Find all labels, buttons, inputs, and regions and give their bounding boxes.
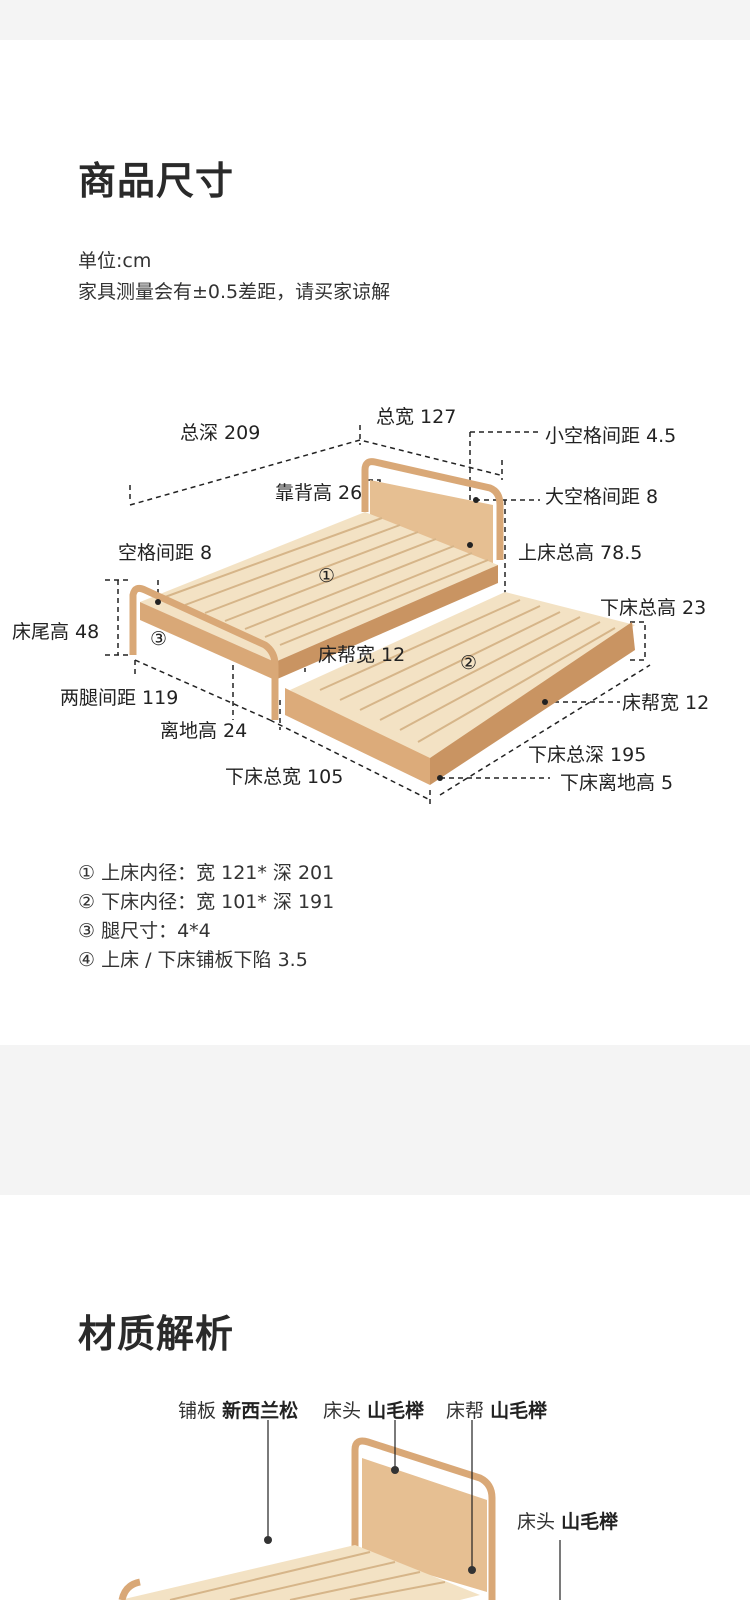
top-band (0, 0, 750, 40)
upper-bed (129, 458, 504, 720)
label-lower-clearance: 下床离地高 5 (560, 772, 674, 794)
material-name: 山毛榉 (561, 1511, 619, 1533)
part-name: 床帮 (446, 1400, 485, 1422)
label-small-gap: 小空格间距 4.5 (545, 425, 677, 447)
part-name: 床头 (323, 1400, 362, 1422)
note-sink: ④ 上床 / 下床铺板下陷 3.5 (78, 949, 308, 971)
label-total-width: 总宽 127 (376, 406, 457, 428)
label-gap: 空格间距 8 (118, 542, 213, 564)
note-upper-inner: ① 上床内径：宽 121* 深 201 (78, 862, 335, 884)
section-title-material: 材质解析 (78, 1312, 235, 1356)
bed-dimension-diagram (105, 425, 651, 805)
bed-material-image (118, 1420, 561, 1600)
label-total-depth: 总深 209 (180, 422, 261, 444)
material-rail: 床帮 山毛榉 (446, 1396, 547, 1423)
divider-band (0, 1045, 750, 1195)
label-large-gap: 大空格间距 8 (545, 486, 659, 508)
marker-1: ① (318, 565, 336, 587)
label-rail-width: 床帮宽 12 (318, 644, 406, 666)
part-name: 铺板 (178, 1400, 217, 1422)
material-name: 新西兰松 (222, 1400, 299, 1422)
material-headboard: 床头 山毛榉 (323, 1396, 424, 1423)
label-leg-spacing: 两腿间距 119 (60, 687, 179, 709)
tolerance-text: 家具测量会有±0.5差距，请买家谅解 (78, 281, 391, 303)
material-lower-head: 床头 山毛榉 (517, 1507, 618, 1534)
label-back-height: 靠背高 26 (275, 482, 363, 504)
label-lower-width: 下床总宽 105 (225, 766, 344, 788)
label-lower-depth: 下床总深 195 (528, 744, 647, 766)
material-name: 山毛榉 (367, 1400, 425, 1422)
label-upper-height: 上床总高 78.5 (518, 542, 643, 564)
label-foot-height: 床尾高 48 (12, 621, 100, 643)
label-clearance: 离地高 24 (160, 720, 248, 742)
lower-bed (285, 592, 635, 785)
note-leg-size: ③ 腿尺寸：4*4 (78, 920, 211, 942)
note-lower-inner: ② 下床内径：宽 101* 深 191 (78, 891, 335, 913)
section-title-size: 商品尺寸 (78, 159, 235, 203)
material-slats: 铺板 新西兰松 (178, 1396, 298, 1423)
label-rail-width-right: 床帮宽 12 (622, 692, 710, 714)
label-lower-height: 下床总高 23 (600, 597, 707, 619)
marker-3: ③ (150, 628, 168, 650)
unit-text: 单位:cm (78, 250, 152, 272)
material-name: 山毛榉 (490, 1400, 548, 1422)
part-name: 床头 (517, 1511, 556, 1533)
marker-2: ② (460, 652, 478, 674)
